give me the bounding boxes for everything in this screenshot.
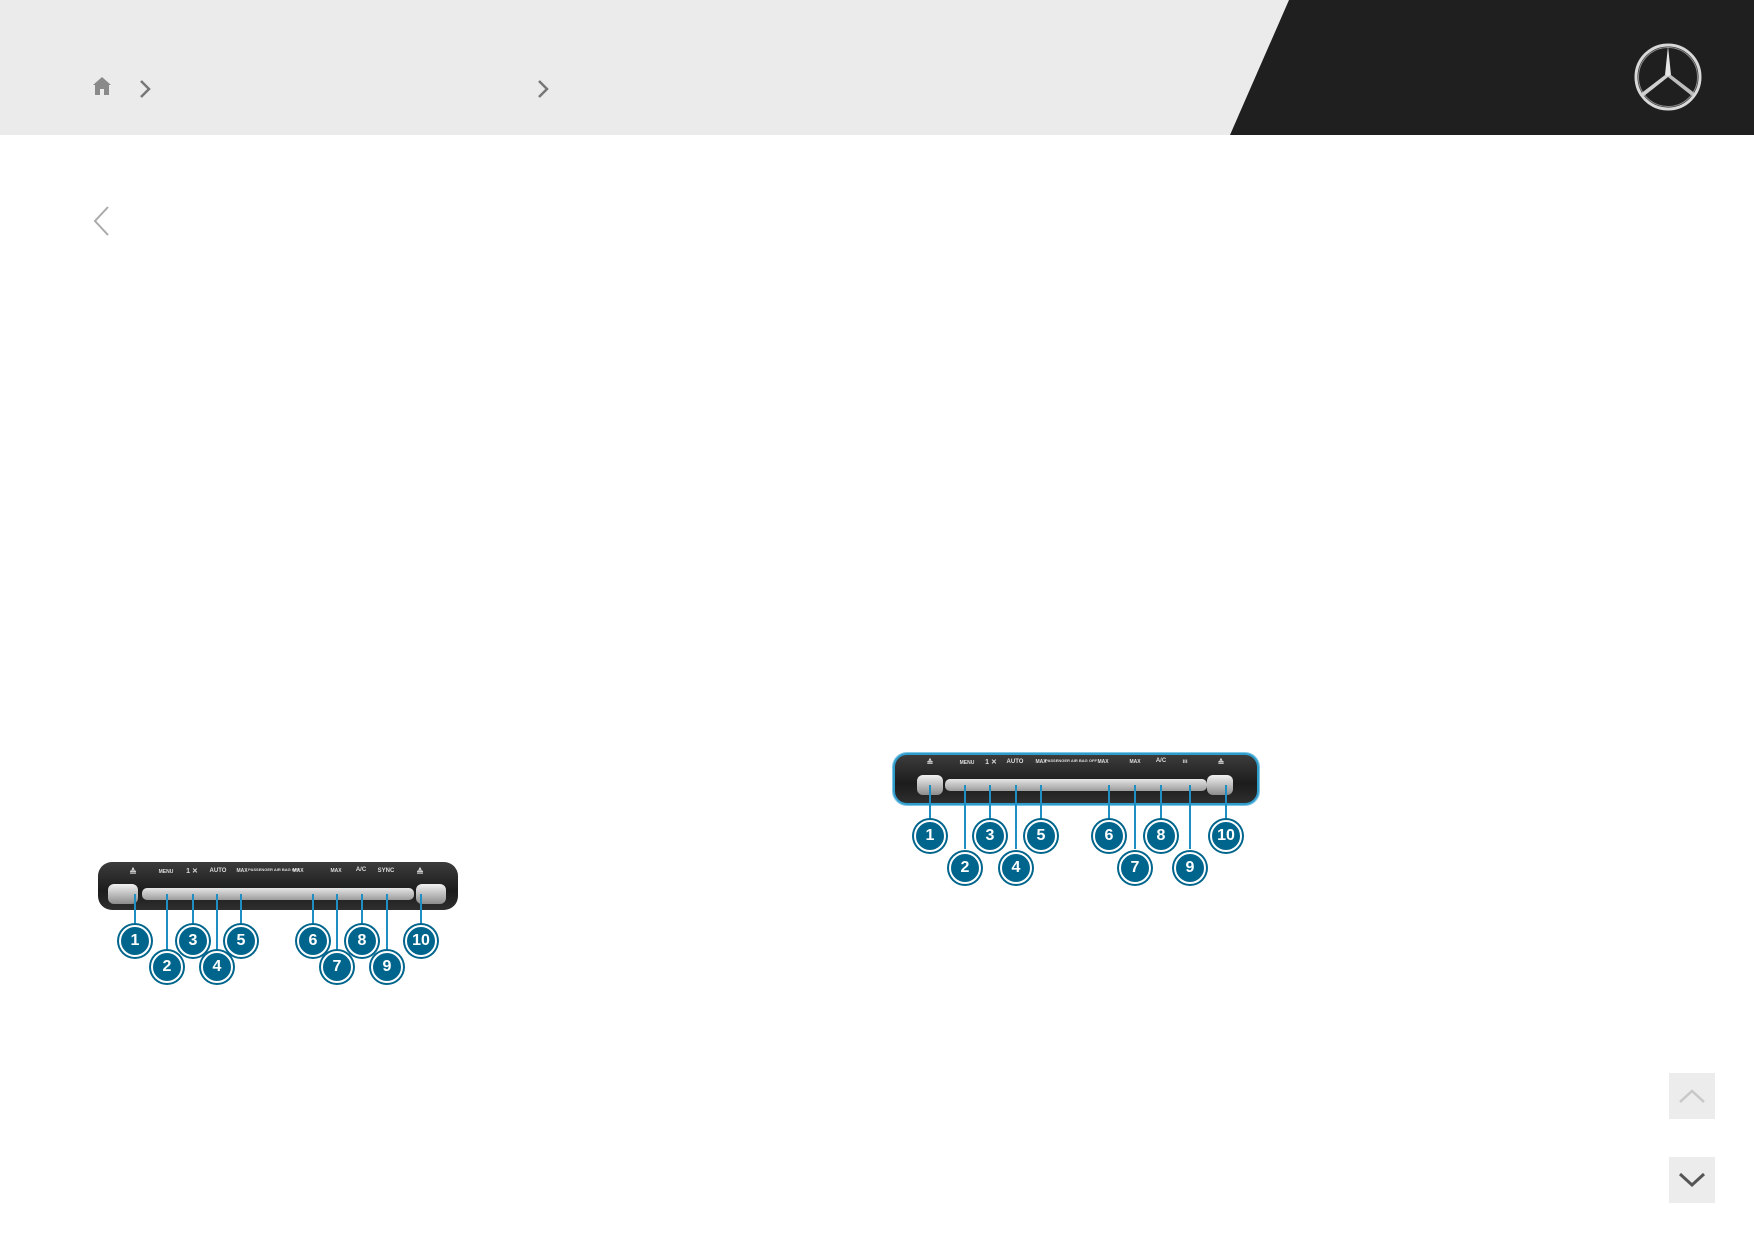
callout-leader-line xyxy=(964,785,966,849)
callout-4: 4 xyxy=(1000,852,1032,884)
temperature-rocker-right xyxy=(1207,775,1233,795)
panel-symbol: MENU xyxy=(959,760,975,766)
callout-leader-line xyxy=(361,894,363,934)
callout-4: 4 xyxy=(201,951,233,983)
panel-symbol: SYNC xyxy=(377,868,395,874)
panel-symbol: PASSENGER AIR BAG OFF xyxy=(248,867,300,872)
callout-leader-line xyxy=(1015,785,1017,849)
panel-symbol: MAX xyxy=(292,868,304,874)
panel-symbol: ııı xyxy=(1182,759,1188,765)
panel-symbol: MAX xyxy=(236,868,248,874)
callout-2: 2 xyxy=(151,951,183,983)
callout-7: 7 xyxy=(1119,852,1151,884)
control-panel-body xyxy=(98,862,458,910)
panel-symbol: 1 ✕ xyxy=(985,759,997,766)
callout-leader-line xyxy=(336,894,338,960)
panel-symbol: MENU xyxy=(158,869,174,875)
callout-leader-line xyxy=(1040,785,1042,823)
callout-1: 1 xyxy=(914,820,946,852)
callout-leader-line xyxy=(1134,785,1136,849)
control-panel-button-strip xyxy=(945,779,1207,791)
callout-leader-line xyxy=(989,785,991,823)
callout-5: 5 xyxy=(225,925,257,957)
callout-10: 10 xyxy=(1210,820,1242,852)
callout-10: 10 xyxy=(405,925,437,957)
panel-symbol: AUTO xyxy=(209,868,227,874)
callout-6: 6 xyxy=(297,925,329,957)
callout-8: 8 xyxy=(346,925,378,957)
temperature-rocker-right xyxy=(416,884,446,904)
breadcrumb-separator-icon xyxy=(140,80,151,98)
callout-6: 6 xyxy=(1093,820,1125,852)
panel-symbol: ≙ xyxy=(926,758,934,767)
back-chevron-icon[interactable] xyxy=(92,205,112,237)
callout-9: 9 xyxy=(1174,852,1206,884)
callout-9: 9 xyxy=(371,951,403,983)
climate-control-panel-figure: ≙ MENU 1 ✕ AUTO MAX PASSENGER AIR BAG OF… xyxy=(98,862,458,992)
chevron-up-icon xyxy=(1679,1089,1705,1103)
callout-7: 7 xyxy=(321,951,353,983)
panel-symbol: PASSENGER AIR BAG OFF xyxy=(1045,758,1097,763)
callout-leader-line xyxy=(1189,785,1191,849)
callout-leader-line xyxy=(1160,785,1162,823)
breadcrumb-separator-icon xyxy=(538,80,549,98)
panel-symbol: AUTO xyxy=(1006,759,1024,765)
climate-control-panel-figure: ≙ MENU 1 ✕ AUTO MAX PASSENGER AIR BAG OF… xyxy=(893,753,1259,889)
callout-8: 8 xyxy=(1145,820,1177,852)
panel-symbol: A/C xyxy=(1155,758,1167,764)
callout-leader-line xyxy=(192,894,194,934)
mercedes-star-logo[interactable] xyxy=(1633,42,1703,112)
temperature-rocker-left xyxy=(108,884,138,904)
callout-leader-line xyxy=(216,894,218,960)
callout-1: 1 xyxy=(119,925,151,957)
callout-5: 5 xyxy=(1025,820,1057,852)
panel-symbol: MAX xyxy=(1097,759,1109,765)
callout-leader-line xyxy=(240,894,242,934)
panel-symbol: ≙ xyxy=(1217,758,1225,767)
scroll-up-button[interactable] xyxy=(1669,1073,1715,1119)
callout-leader-line xyxy=(420,894,422,934)
callout-leader-line xyxy=(1225,785,1227,823)
control-panel-button-strip xyxy=(142,888,414,900)
scroll-down-button[interactable] xyxy=(1669,1157,1715,1203)
callout-leader-line xyxy=(1108,785,1110,823)
panel-symbol: ≙ xyxy=(129,867,137,877)
home-icon[interactable] xyxy=(92,76,112,96)
panel-symbol: MAX xyxy=(1035,759,1047,765)
panel-symbol: ≙ xyxy=(416,867,424,877)
callout-leader-line xyxy=(929,785,931,823)
panel-symbol: MAX xyxy=(330,868,342,874)
callout-leader-line xyxy=(312,894,314,934)
panel-symbol: 1 ✕ xyxy=(186,868,198,875)
callout-3: 3 xyxy=(177,925,209,957)
callout-leader-line xyxy=(134,894,136,934)
header-bar xyxy=(0,0,1754,135)
callout-2: 2 xyxy=(949,852,981,884)
chevron-down-icon xyxy=(1678,1172,1706,1188)
callout-3: 3 xyxy=(974,820,1006,852)
callout-leader-line xyxy=(166,894,168,960)
panel-symbol: A/C xyxy=(355,867,367,873)
callout-leader-line xyxy=(386,894,388,960)
panel-symbol: MAX xyxy=(1129,759,1141,765)
